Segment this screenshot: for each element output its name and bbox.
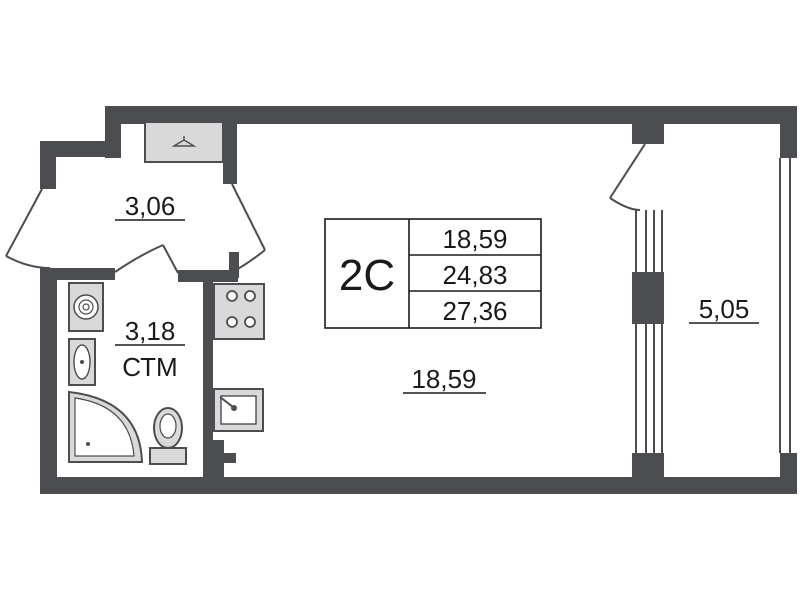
windows xyxy=(635,158,791,453)
bathroom-area: 3,18 xyxy=(125,316,176,346)
wardrobe xyxy=(144,121,224,163)
apartment-type: 2С xyxy=(339,251,395,300)
living-area: 18,59 xyxy=(411,364,476,394)
fixtures xyxy=(68,121,265,465)
walls xyxy=(40,106,797,494)
total-area-value: 24,83 xyxy=(442,260,507,290)
total-with-balcony-value: 27,36 xyxy=(442,296,507,326)
bathroom-label: СТМ xyxy=(122,352,177,382)
toilet xyxy=(149,447,187,465)
apartment-info-box: 2С 18,59 24,83 27,36 xyxy=(324,218,542,329)
cooktop xyxy=(213,283,265,340)
balcony-area: 5,05 xyxy=(699,294,750,324)
room-labels: 3,06 3,18 СТМ 18,59 5,05 xyxy=(115,191,759,394)
doors xyxy=(5,143,646,274)
hall-area: 3,06 xyxy=(125,191,176,221)
living-area-value: 18,59 xyxy=(442,224,507,254)
